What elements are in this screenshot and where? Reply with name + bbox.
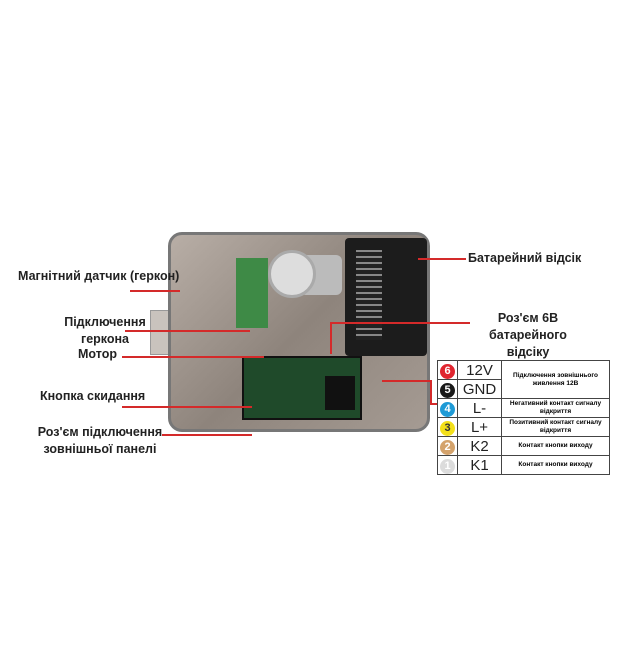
label-battery-compartment: Батарейний відсік bbox=[468, 251, 582, 265]
pin-description: Позитивний контакт сигналу відкриття bbox=[501, 417, 610, 437]
pin-number-badge: 2 bbox=[440, 440, 455, 455]
label-panel-connector: Роз'єм підключення зовнішньої панелі bbox=[37, 425, 163, 456]
label-reed-sensor: Магнітний датчик (геркон) bbox=[18, 269, 180, 283]
gear bbox=[268, 250, 316, 298]
pin-number-badge: 6 bbox=[440, 364, 455, 379]
pin-number-badge: 5 bbox=[440, 383, 455, 398]
leader-line bbox=[162, 434, 252, 436]
leader-line bbox=[330, 322, 470, 324]
pin-code: K2 bbox=[457, 436, 502, 456]
pin-number-badge: 1 bbox=[440, 459, 455, 474]
label-motor: Мотор bbox=[78, 347, 117, 361]
leader-line bbox=[382, 380, 432, 382]
leader-line bbox=[122, 406, 252, 408]
leader-line bbox=[430, 380, 432, 404]
label-reset-button: Кнопка скидання bbox=[40, 389, 146, 403]
pin-description: Контакт кнопки виходу bbox=[501, 455, 610, 475]
pin-code: GND bbox=[457, 379, 502, 399]
pin-description: Негативний контакт сигналу відкриття bbox=[501, 398, 610, 418]
pin-description: Підключення зовнішнього живлення 12В bbox=[501, 360, 610, 399]
leader-line bbox=[130, 290, 180, 292]
label-reed-connection: Підключення геркона bbox=[64, 315, 146, 346]
battery-spring bbox=[356, 250, 382, 340]
label-battery-connector: Роз'єм 6В батарейного відсіку bbox=[489, 311, 567, 359]
leader-line bbox=[125, 330, 250, 332]
pin-code: L+ bbox=[457, 417, 502, 437]
pin-number-badge: 3 bbox=[440, 421, 455, 436]
pin-code: 12V bbox=[457, 360, 502, 380]
leader-line bbox=[418, 258, 466, 260]
reed-board bbox=[236, 258, 268, 328]
leader-line bbox=[122, 356, 264, 358]
pin-description: Контакт кнопки виходу bbox=[501, 436, 610, 456]
leader-line bbox=[330, 322, 332, 354]
pin-code: K1 bbox=[457, 455, 502, 475]
pin-number-badge: 4 bbox=[440, 402, 455, 417]
terminal-block bbox=[325, 376, 355, 410]
pin-code: L- bbox=[457, 398, 502, 418]
leader-line bbox=[430, 403, 438, 405]
